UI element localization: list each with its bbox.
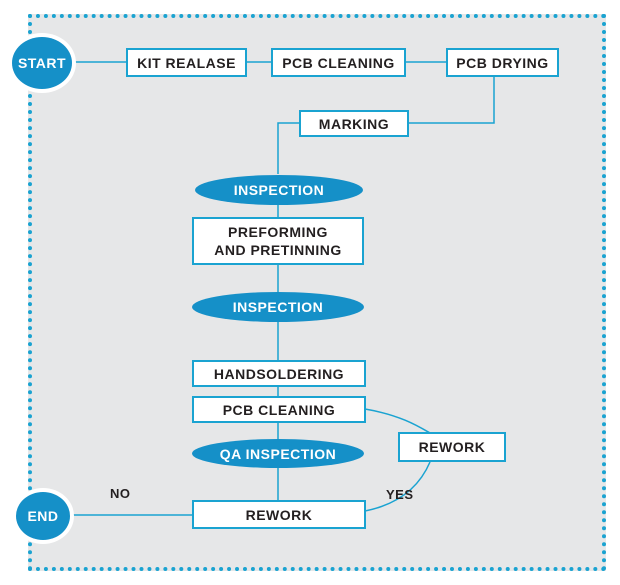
flowchart-frame	[28, 14, 606, 571]
step-rework-final: REWORK	[192, 500, 366, 529]
step-pcb-cleaning: PCB CLEANING	[192, 396, 366, 423]
step-rework-side: REWORK	[398, 432, 506, 462]
step-marking: MARKING	[299, 110, 409, 137]
end-terminal: END	[16, 492, 70, 540]
preforming-label-line1: PREFORMING	[228, 224, 328, 240]
branch-label-no: NO	[110, 486, 131, 501]
step-handsoldering: HANDSOLDERING	[192, 360, 366, 387]
qa-inspection-oval: QA INSPECTION	[192, 439, 364, 468]
connector-marking-inspection	[277, 122, 300, 174]
connector-cleaning-side-rework	[364, 408, 431, 434]
start-terminal: START	[12, 37, 72, 89]
step-kit-release: KIT REALASE	[126, 48, 247, 77]
preforming-label-line2: AND PRETINNING	[214, 242, 342, 258]
connector-drying-marking	[408, 77, 495, 124]
connector-side-rework-yes	[364, 461, 431, 512]
step-pcb-drying: PCB DRYING	[446, 48, 559, 77]
step-preforming: PREFORMING AND PRETINNING	[192, 217, 364, 265]
inspection-oval: INSPECTION	[192, 292, 364, 322]
branch-label-yes: YES	[386, 487, 414, 502]
inspection-oval: INSPECTION	[195, 175, 363, 205]
step-pcb-cleaning: PCB CLEANING	[271, 48, 406, 77]
